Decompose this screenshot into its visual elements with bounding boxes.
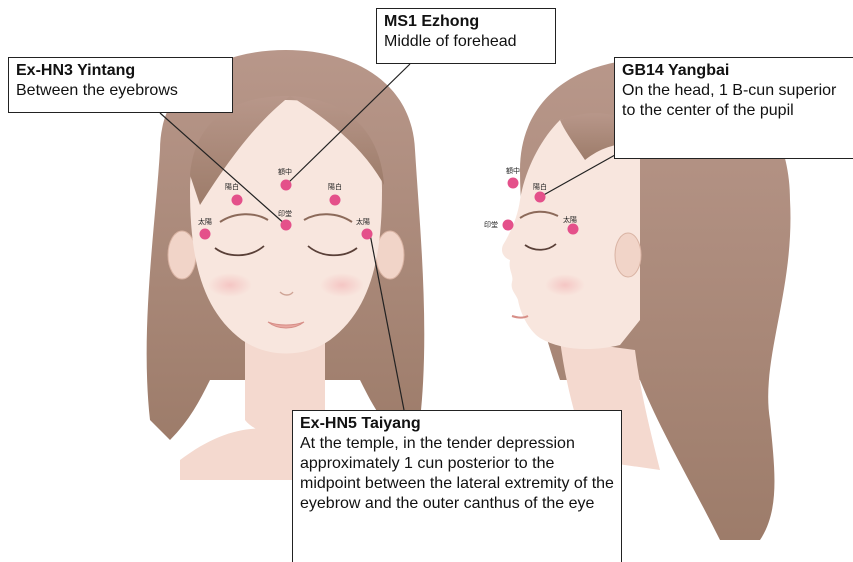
profile-blush <box>545 274 585 296</box>
callout-taiyang-title: Ex-HN5 Taiyang <box>300 414 615 434</box>
profile-ear <box>615 233 641 277</box>
callout-taiyang-description: At the temple, in the tender depression … <box>300 434 615 514</box>
front-ear-left <box>168 231 196 279</box>
front-point-taiyang-right <box>362 229 373 240</box>
front-point-yintang <box>281 220 292 231</box>
callout-yintang-title: Ex-HN3 Yintang <box>16 61 226 81</box>
profile-label-taiyang: 太陽 <box>563 215 577 224</box>
profile-point-yintang <box>503 220 514 231</box>
profile-point-yangbai <box>535 192 546 203</box>
front-point-yangbai-left <box>232 195 243 206</box>
callout-ex-hn3-yintang: Ex-HN3 Yintang Between the eyebrows <box>8 57 233 113</box>
callout-yangbai-description: On the head, 1 B-cun superior to the cen… <box>622 81 847 121</box>
profile-label-yangbai: 陽白 <box>533 182 547 191</box>
profile-mouth <box>512 316 528 318</box>
profile-point-taiyang <box>568 224 579 235</box>
profile-point-ezhong <box>508 178 519 189</box>
front-point-yangbai-right <box>330 195 341 206</box>
front-label-yangbai-right: 陽白 <box>328 182 342 191</box>
front-label-taiyang-right: 太陽 <box>356 217 370 226</box>
callout-gb14-yangbai: GB14 Yangbai On the head, 1 B-cun superi… <box>614 57 853 159</box>
front-ear-right <box>376 231 404 279</box>
callout-yangbai-title: GB14 Yangbai <box>622 61 847 81</box>
front-blush-left <box>208 273 252 297</box>
front-label-ezhong: 額中 <box>278 167 292 176</box>
callout-ms1-ezhong: MS1 Ezhong Middle of forehead <box>376 8 556 64</box>
callout-ms1-description: Middle of forehead <box>384 32 549 52</box>
profile-label-yintang: 印堂 <box>484 220 498 229</box>
front-label-taiyang-left: 太陽 <box>198 217 212 226</box>
callout-yintang-description: Between the eyebrows <box>16 81 226 101</box>
front-point-ezhong <box>281 180 292 191</box>
front-label-yangbai-left: 陽白 <box>225 182 239 191</box>
front-blush-right <box>320 273 364 297</box>
callout-ms1-title: MS1 Ezhong <box>384 12 549 32</box>
callout-ex-hn5-taiyang: Ex-HN5 Taiyang At the temple, in the ten… <box>292 410 622 562</box>
front-label-yintang: 印堂 <box>278 209 292 218</box>
profile-label-ezhong: 額中 <box>506 166 520 175</box>
front-point-taiyang-left <box>200 229 211 240</box>
